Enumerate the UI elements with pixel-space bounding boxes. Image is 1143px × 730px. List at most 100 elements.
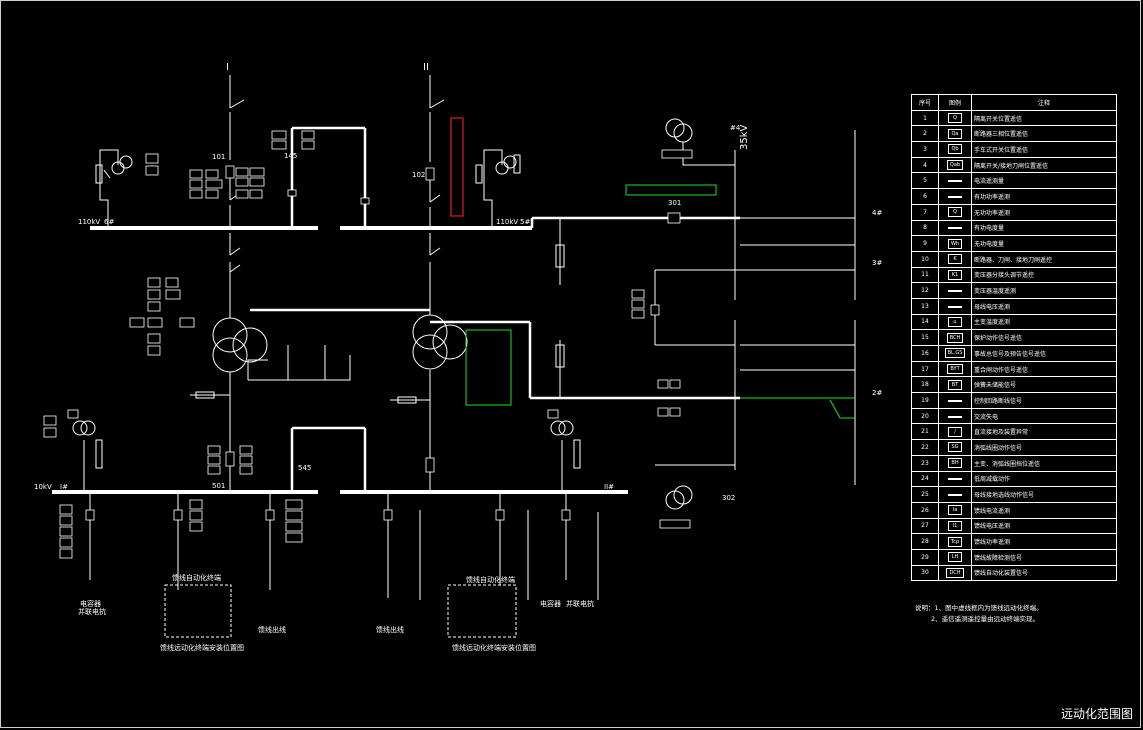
legend-symbol-icon: Wh <box>947 238 963 249</box>
legend-row: 22 SG 消弧线圈动作信号 <box>911 439 1117 456</box>
feeder-cap-right-label: 电容器 <box>540 599 561 608</box>
legend-row-symbol-cell: K1 <box>938 266 972 284</box>
feeder-terminal-box-right <box>447 584 517 638</box>
legend-row-symbol-cell: / <box>938 423 972 441</box>
legend-row-description: 馈线自动化装置信号 <box>971 564 1117 582</box>
legend-row-number: 22 <box>911 439 939 456</box>
legend-row-number: 27 <box>911 517 939 535</box>
incoming-line-1: I 101 <box>212 62 245 227</box>
legend-row-description: 低周减载动作 <box>971 470 1117 488</box>
legend-symbol-icon: Tcp <box>947 536 963 547</box>
legend-row-number: 21 <box>911 423 939 441</box>
legend-row-description: 控制回路断线信号 <box>971 392 1117 409</box>
legend-row-number: 26 <box>911 501 939 519</box>
bus-35kv-section: 35kV #4 301 4# 3# 2# 302 <box>530 118 882 529</box>
legend-row-number: 11 <box>911 266 939 284</box>
legend-row-number: 24 <box>911 470 939 488</box>
incoming-line-2: II 102 <box>412 62 464 227</box>
feeder-bays: 电容器 并联电抗 馈线自动化终端 馈线远动化终端安装位置图 馈线出线 馈线出线 … <box>59 492 599 652</box>
legend-row-number: 17 <box>911 360 939 378</box>
legend-symbol-icon <box>948 478 962 481</box>
legend-symbol-icon: I1 <box>948 520 962 531</box>
legend-row-symbol-cell: BL.GS <box>938 345 972 362</box>
legend-row-number: 8 <box>911 219 939 237</box>
feeder-cap-right-sublabel: 并联电抗 <box>566 599 594 608</box>
legend-symbol-icon: Q <box>948 207 962 218</box>
legend-row-description: 主变、消弧线圈挡位遥信 <box>971 454 1117 472</box>
legend-row-symbol-cell: I1 <box>938 517 972 535</box>
legend-row-description: 交流失电 <box>971 407 1117 425</box>
main-transformer-1 <box>129 233 351 490</box>
legend-row-number: 20 <box>911 407 939 425</box>
legend-symbol-icon: BCH <box>946 332 964 343</box>
bus-35kv-number: #4 <box>730 124 741 132</box>
legend-row-symbol-cell <box>938 470 972 488</box>
legend-row-number: 3 <box>911 141 939 158</box>
breaker-145-label: 145 <box>284 152 297 160</box>
voltage-transformer-right <box>475 149 521 228</box>
legend-symbol-icon <box>948 180 962 183</box>
legend-symbol-icon: BT <box>948 379 962 390</box>
legend-row-number: 19 <box>911 392 939 409</box>
legend-row-number: 2 <box>911 125 939 143</box>
legend-row-description: 重合闸动作信号遥信 <box>971 360 1117 378</box>
legend-row-description: 直流接地及装置异常 <box>971 423 1117 441</box>
legend-row-symbol-cell <box>938 172 972 190</box>
legend-symbol-icon <box>948 415 962 418</box>
legend-row-description: 馈线电压遥测 <box>971 517 1117 535</box>
legend-row-symbol-cell: BH <box>938 454 972 472</box>
legend-row-symbol-cell <box>938 282 972 299</box>
legend-row-description: 断路器、刀闸、接地刀闸遥控 <box>971 250 1117 268</box>
legend-row-description: 消弧线圈动作信号 <box>971 439 1117 456</box>
legend-header-symbol: 图例 <box>938 94 972 111</box>
legend-row: 9 Wh 无功电度量 <box>911 235 1117 252</box>
feeder-b-label: 馈线出线 <box>376 625 404 634</box>
legend-row-description: 馈线故障检测信号 <box>971 548 1117 566</box>
legend-symbol-icon: SG <box>948 442 962 453</box>
legend-row-description: 母线接地选线动作信号 <box>971 486 1117 503</box>
legend-row-number: 6 <box>911 188 939 205</box>
legend-row-description: 母线电压遥测 <box>971 297 1117 315</box>
legend-row-symbol-cell: Q <box>938 203 972 221</box>
legend-row-symbol-cell: BT <box>938 376 972 394</box>
legend-row-symbol-cell: DCH <box>938 564 972 582</box>
feeder-cap-left-sublabel: 并联电抗 <box>78 607 106 616</box>
legend-row-description: 有功电度量 <box>971 219 1117 237</box>
breaker-301-label: 301 <box>668 199 681 207</box>
legend-row: 8 有功电度量 <box>911 219 1117 237</box>
legend-row-number: 5 <box>911 172 939 190</box>
legend-symbol-icon <box>948 399 962 402</box>
legend-symbol-icon: / <box>948 426 962 437</box>
incoming-line-1-label: I <box>226 62 229 73</box>
note-1: 说明：1、图中虚线框内为馈线远动化终端。 <box>915 604 1043 612</box>
legend-row-symbol-cell: Q <box>938 109 972 127</box>
legend-row-symbol-cell <box>938 188 972 205</box>
legend-symbol-icon: u <box>948 316 962 327</box>
legend-row-number: 9 <box>911 235 939 252</box>
bus-110kv-left-label: 110kV <box>78 218 100 226</box>
legend-row-number: 16 <box>911 345 939 362</box>
legend-symbol-icon: K1 <box>948 269 962 280</box>
legend-row-symbol-cell <box>938 392 972 409</box>
breaker-302-label: 302 <box>722 494 735 502</box>
legend-row-number: 23 <box>911 454 939 472</box>
breaker-102 <box>425 167 435 181</box>
legend-symbol-icon <box>948 195 962 198</box>
legend-row-number: 29 <box>911 548 939 566</box>
legend-row-symbol-cell: Wh <box>938 235 972 252</box>
legend-row-number: 25 <box>911 486 939 503</box>
legend-row-description: 无功电度量 <box>971 235 1117 252</box>
legend-row-description: 无功功率遥测 <box>971 203 1117 221</box>
